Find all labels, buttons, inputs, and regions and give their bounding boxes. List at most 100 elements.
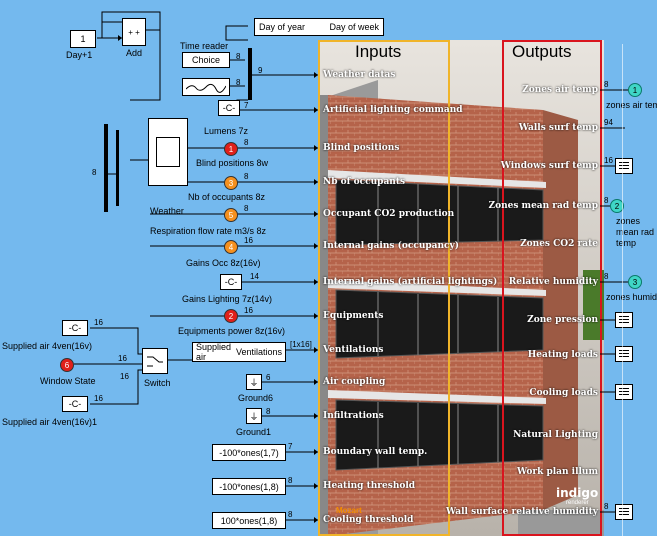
outport-zones-mean-rad[interactable]: 2	[610, 199, 624, 213]
output-heating-loads: Heating loads	[527, 350, 598, 360]
supplied-air-2-label: Supplied air 4ven(16v)1	[2, 417, 98, 427]
sig-8d: 8	[244, 172, 249, 181]
window-state-label: Window State	[40, 376, 96, 386]
outport-zones-air-temp[interactable]: 1	[628, 83, 642, 97]
sig-8g: 8	[288, 476, 293, 485]
day-of-year-block[interactable]: Day of year Day of week	[254, 18, 384, 36]
input-weather-datas: Weather datas	[323, 70, 396, 80]
ground1-block[interactable]: ⏚	[246, 408, 262, 424]
supplied-air-constant-1[interactable]: -C-	[62, 320, 88, 336]
zones-humid-label: zones humid	[606, 292, 657, 302]
input-heating-threshold: Heating threshold	[323, 481, 416, 491]
switch-block[interactable]	[142, 348, 168, 374]
sig-16b: 16	[244, 306, 253, 315]
sig-16d: 16	[118, 354, 127, 363]
output-zones-co2: Zones CO2 rate	[520, 239, 598, 249]
weather-label: Weather	[150, 206, 184, 216]
gains-lighting-label: Gains Lighting 7z(14v)	[182, 294, 273, 304]
outputs-panel	[502, 40, 602, 536]
gains-lighting-constant[interactable]: -C-	[220, 274, 242, 290]
input-air-coupling: Air coupling	[323, 377, 386, 387]
inport-respiration[interactable]: 5	[224, 208, 238, 222]
signal-builder-block[interactable]	[182, 78, 230, 96]
sig-6: 6	[266, 373, 271, 382]
sig-8b: 8	[236, 78, 241, 87]
waveform-icon	[186, 83, 226, 93]
time-reader-label: Time reader	[180, 41, 229, 51]
lumens-label: Lumens 7z	[204, 126, 249, 136]
cooling-threshold-expr-block[interactable]: 100*ones(1,8)	[212, 512, 286, 529]
ventilations-block[interactable]: Supplied air Ventilations	[192, 342, 286, 362]
output-walls-surf-temp: Walls surf temp	[518, 123, 598, 133]
ground1-label: Ground1	[236, 427, 272, 437]
sig-16a: 16	[244, 236, 253, 245]
output-windows-surf-temp: Windows surf temp	[500, 161, 598, 171]
heating-threshold-expr-block[interactable]: -100*ones(1,8)	[212, 478, 286, 495]
out-sig-8a: 8	[604, 80, 609, 89]
indigo-sub: renderer	[566, 500, 589, 506]
scope-windows-surf[interactable]	[615, 158, 633, 174]
switch-icon	[147, 356, 163, 367]
scope-cooling-loads[interactable]	[615, 384, 633, 400]
day-of-year-text: Day of year	[259, 22, 306, 32]
outport-zones-humid[interactable]: 3	[628, 275, 642, 289]
mux-bar-weather[interactable]	[104, 124, 108, 212]
add-block[interactable]: + +	[122, 18, 146, 46]
boundary-wall-expr-block[interactable]: -100*ones(1,7)	[212, 444, 286, 461]
supplied-air-constant-2[interactable]: -C-	[62, 396, 88, 412]
sig-9: 9	[258, 66, 263, 75]
output-zones-air-temp: Zones air temp	[522, 85, 598, 95]
building-render	[318, 40, 604, 536]
input-equipments: Equipments	[323, 311, 384, 321]
indigo-logo: indigo	[556, 486, 599, 500]
scope-zone-pression[interactable]	[615, 312, 633, 328]
sig-8h: 8	[288, 510, 293, 519]
scope-wall-surface-rh[interactable]	[615, 504, 633, 520]
input-cooling-threshold: Cooling threshold	[323, 515, 414, 525]
ventilations-port: Ventilations	[235, 347, 282, 357]
input-blind-positions: Blind positions	[323, 143, 400, 153]
constant-1-block[interactable]: 1	[70, 30, 96, 48]
out-sig-8d: 8	[604, 502, 609, 511]
equipments-power-label: Equipments power 8z(16v)	[178, 326, 286, 336]
input-internal-gains-occ: Internal gains (occupancy)	[323, 241, 459, 251]
inport-window-state[interactable]: 6	[60, 358, 74, 372]
input-internal-gains-light: Internal gains (artificial lightings)	[323, 277, 498, 287]
out-sig-8c: 8	[604, 272, 609, 281]
respiration-label: Respiration flow rate m3/s 8z	[150, 226, 267, 236]
nb-occupants-label: Nb of occupants 8z	[188, 192, 266, 202]
ground6-block[interactable]: ⏚	[246, 374, 262, 390]
inport-nb-occupants[interactable]: 3	[224, 176, 238, 190]
weather-screen-icon	[156, 137, 180, 167]
output-relative-humidity: Relative humidity	[508, 277, 598, 287]
input-ventilations: Ventilations	[323, 345, 384, 355]
weather-block[interactable]	[148, 118, 188, 186]
ground6-label: Ground6	[238, 393, 274, 403]
supplied-air-1-label: Supplied air 4ven(16v)	[2, 341, 93, 351]
out-sig-8b: 8	[604, 196, 609, 205]
choice-block[interactable]: Choice	[182, 52, 230, 68]
inport-blind-positions[interactable]: 1	[224, 142, 238, 156]
scope-heating-loads[interactable]	[615, 346, 633, 362]
sig-8a: 8	[236, 52, 241, 61]
sig-16c: 16	[94, 318, 103, 327]
input-nb-occupants: Nb of occupants	[323, 177, 406, 187]
inport-equipments[interactable]: 2	[224, 309, 238, 323]
sig-16e: 16	[120, 372, 129, 381]
blind-positions-label: Blind positions 8w	[196, 158, 269, 168]
inport-gains-occ[interactable]: 4	[224, 240, 238, 254]
out-sig-94: 94	[604, 118, 613, 127]
sig-16f: 16	[94, 394, 103, 403]
lumens-constant-block[interactable]: -C-	[218, 100, 240, 116]
right-panel-edge	[622, 44, 657, 536]
sig-1x16: [1x16]	[290, 340, 312, 349]
output-cooling-loads: Cooling loads	[529, 388, 598, 398]
mux-bar-top[interactable]	[248, 48, 252, 100]
supplied-air-port: Supplied air	[196, 342, 232, 362]
mux-bar-weather-2[interactable]	[116, 130, 119, 206]
output-zones-mean-rad: Zones mean rad temp	[488, 201, 599, 211]
output-natural-lighting: Natural Lighting	[513, 430, 598, 440]
sig-7: 7	[244, 101, 249, 110]
add-label: Add	[126, 48, 143, 58]
